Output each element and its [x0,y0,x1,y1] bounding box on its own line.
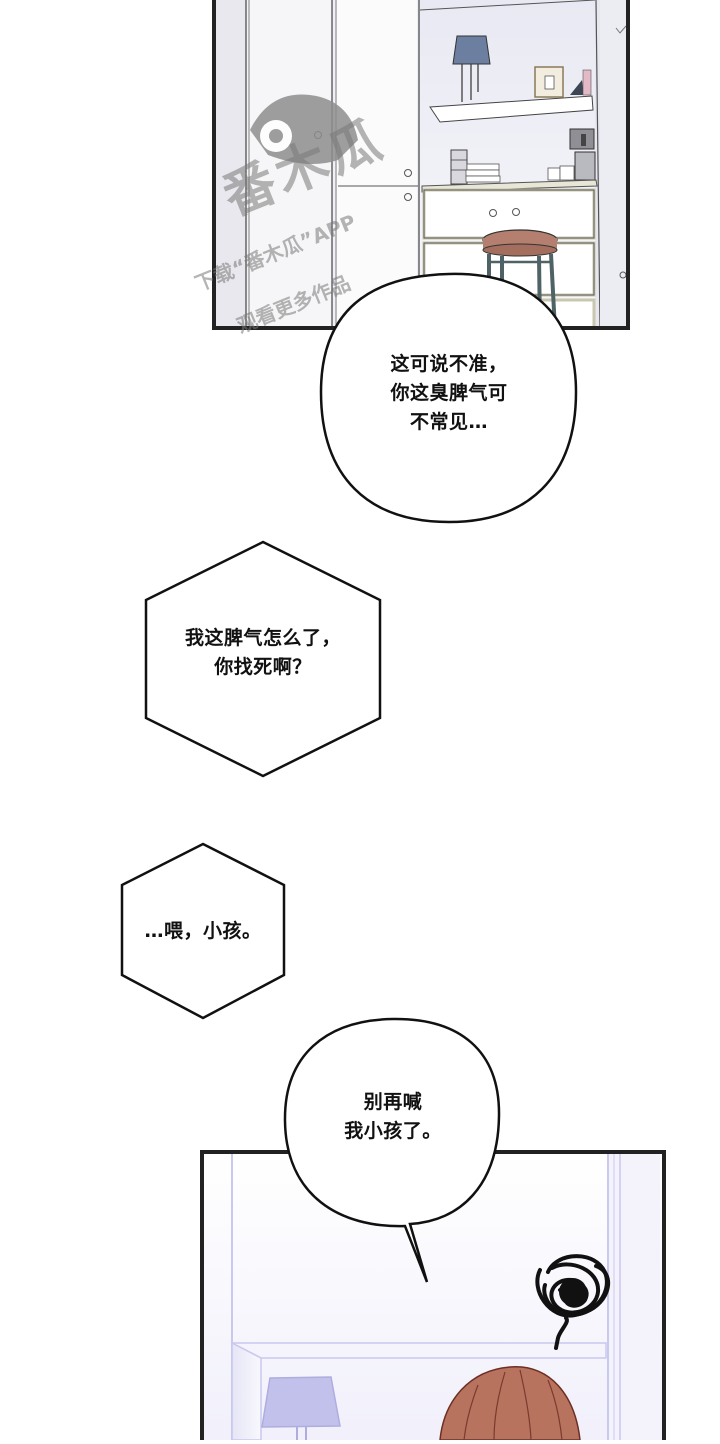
speech-bubble-3: …喂，小孩。 [119,842,287,1020]
speech-bubble-4: 别再喊 我小孩了。 [280,1016,506,1286]
round-tail-bubble-shape [283,1017,501,1283]
bubble-1-text: 这可说不准， 你这臭脾气可 不常见… [390,353,508,433]
round-bubble-shape [319,272,578,524]
hexagon-bubble-shape [120,842,286,1020]
hexagon-bubble-shape [144,540,382,778]
bubble-3-text: …喂，小孩。 [144,920,262,942]
bubble-2-text: 我这脾气怎么了， 你找死啊？ [184,627,341,678]
bubble-4-text: 别再喊 我小孩了。 [344,1091,442,1142]
angry-scribble-icon [535,1254,611,1350]
watermark-logo-icon [250,94,358,164]
speech-bubble-1: 这可说不准， 你这臭脾气可 不常见… [318,272,580,524]
speech-bubble-2: 我这脾气怎么了， 你找死啊？ [143,540,383,778]
